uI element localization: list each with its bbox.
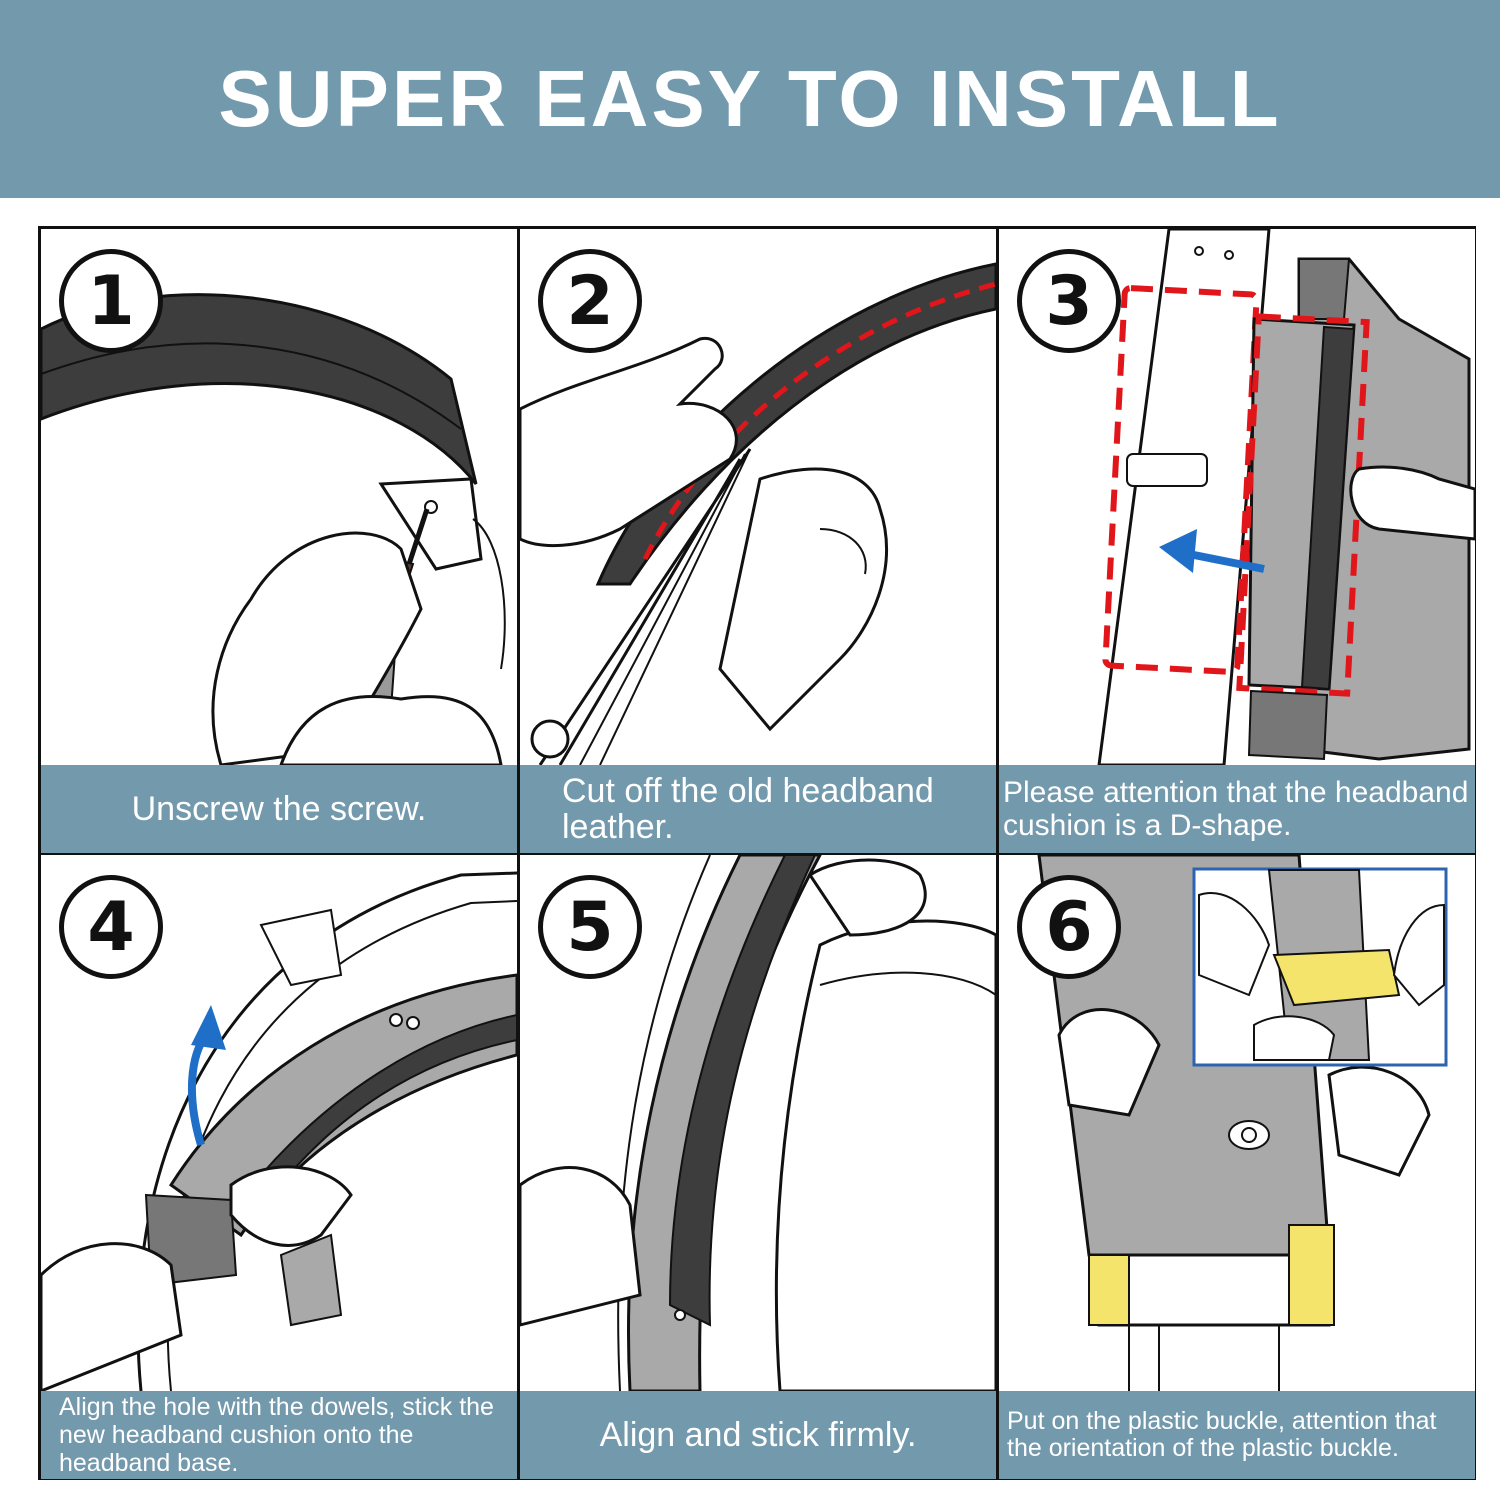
buckle-illustration [1037, 855, 1448, 1391]
step-4-number: 4 [59, 875, 163, 979]
step-2-number: 2 [538, 249, 642, 353]
stick-firmly-illustration [520, 855, 996, 1391]
align-dowels-illustration [41, 871, 517, 1391]
step-5-panel: 5 Align and stick firmly. [520, 855, 996, 1479]
step-1-caption: Unscrew the screw. [41, 765, 517, 853]
d-shape-illustration [1097, 229, 1475, 765]
step-6-number: 6 [1017, 875, 1121, 979]
header-banner: SUPER EASY TO INSTALL [0, 0, 1500, 198]
step-6-caption: Put on the plastic buckle, attention tha… [999, 1391, 1475, 1479]
step-6-panel: 6 Put on the plastic buckle, attention t… [999, 855, 1475, 1479]
unscrew-illustration [41, 293, 506, 765]
step-4-panel: 4 Align the hole with the dowels, stick … [41, 855, 517, 1479]
step-3-panel: 3 Please attention that the headband cus… [999, 229, 1475, 853]
step-5-number: 5 [538, 875, 642, 979]
step-2-panel: 2 Cut off the old headband leather. [520, 229, 996, 853]
page-title: SUPER EASY TO INSTALL [218, 54, 1282, 143]
step-3-number: 3 [1017, 249, 1121, 353]
step-4-caption: Align the hole with the dowels, stick th… [41, 1391, 517, 1479]
step-3-caption: Please attention that the headband cushi… [999, 765, 1475, 853]
step-1-panel: 1 Unscrew the screw. [41, 229, 517, 853]
cut-leather-illustration [520, 262, 996, 765]
steps-grid: 1 Unscrew the screw. 2 Cut off the old h… [38, 226, 1476, 1480]
step-2-caption: Cut off the old headband leather. [520, 765, 996, 853]
step-1-number: 1 [59, 249, 163, 353]
step-5-caption: Align and stick firmly. [520, 1391, 996, 1479]
